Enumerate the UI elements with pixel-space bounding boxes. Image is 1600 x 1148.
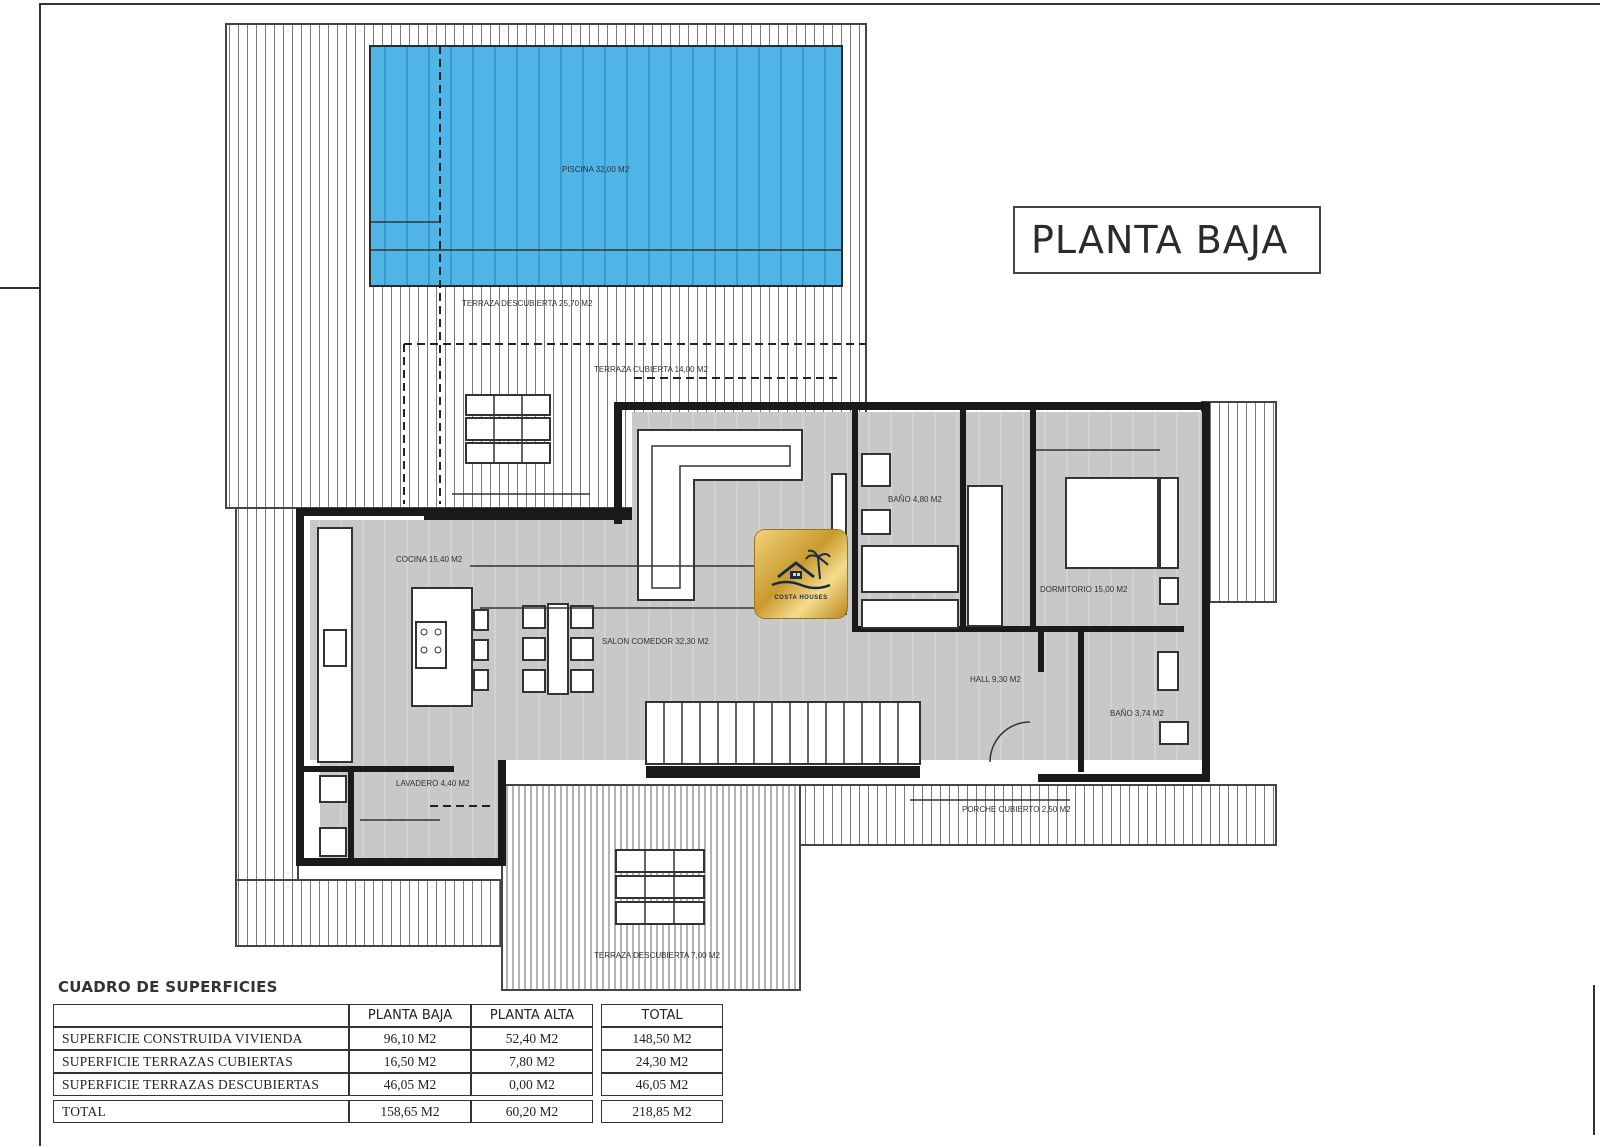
cell-alta: 52,40 M2 bbox=[471, 1027, 593, 1050]
cell-total: 148,50 M2 bbox=[601, 1027, 723, 1050]
area-table: PLANTA BAJA PLANTA ALTA TOTAL SUPERFICIE… bbox=[53, 1004, 723, 1123]
drawing-frame bbox=[39, 3, 1600, 1146]
column-header: PLANTA BAJA bbox=[349, 1004, 471, 1027]
room-label: BAÑO 4,80 M2 bbox=[888, 495, 942, 504]
table-row: SUPERFICIE TERRAZAS CUBIERTAS 16,50 M2 7… bbox=[53, 1050, 723, 1073]
room-label: COCINA 15,40 M2 bbox=[396, 555, 463, 564]
logo: COSTA HOUSES bbox=[755, 530, 847, 618]
room-label: TERRAZA DESCUBIERTA 7,00 M2 bbox=[594, 951, 721, 960]
terrace-right bbox=[1201, 401, 1277, 603]
porch bbox=[799, 784, 1277, 846]
total-row: TOTAL 158,65 M2 60,20 M2 218,85 M2 bbox=[53, 1100, 723, 1123]
terrace-left bbox=[235, 507, 299, 947]
column-header: PLANTA ALTA bbox=[471, 1004, 593, 1027]
cell-total: 24,30 M2 bbox=[601, 1050, 723, 1073]
dining-table-outdoor-upper bbox=[465, 394, 551, 464]
room-label: SALON COMEDOR 32,30 M2 bbox=[602, 637, 709, 646]
logo-text: COSTA HOUSES bbox=[774, 595, 828, 601]
total-baja: 158,65 M2 bbox=[349, 1100, 471, 1123]
room-label: TERRAZA DESCUBIERTA 25,70 M2 bbox=[462, 299, 593, 308]
room-label: TERRAZA CUBIERTA 14,00 M2 bbox=[594, 365, 709, 374]
dining-table-outdoor-lower bbox=[615, 849, 705, 925]
cell-alta: 7,80 M2 bbox=[471, 1050, 593, 1073]
pool bbox=[369, 45, 843, 287]
stairs bbox=[645, 701, 921, 765]
column-header: TOTAL bbox=[601, 1004, 723, 1027]
terrace-lower bbox=[235, 879, 502, 947]
cell-baja: 46,05 M2 bbox=[349, 1073, 471, 1096]
total-label: TOTAL bbox=[53, 1100, 349, 1123]
room-label: PISCINA 32,00 M2 bbox=[562, 165, 630, 174]
kitchen bbox=[317, 527, 489, 763]
page-title: PLANTA BAJA bbox=[1013, 206, 1321, 274]
area-summary-title: CUADRO DE SUPERFICIES bbox=[58, 978, 278, 996]
bedroom-block bbox=[852, 410, 1189, 772]
room-label: BAÑO 3,74 M2 bbox=[1110, 709, 1164, 718]
total-alta: 60,20 M2 bbox=[471, 1100, 593, 1123]
row-label: SUPERFICIE TERRAZAS DESCUBIERTAS bbox=[53, 1073, 349, 1096]
dining-table bbox=[522, 603, 594, 695]
row-label: SUPERFICIE TERRAZAS CUBIERTAS bbox=[53, 1050, 349, 1073]
room-label: PORCHE CUBIERTO 2,50 M2 bbox=[962, 805, 1071, 814]
room-labels: PISCINA 32,00 M2 TERRAZA DESCUBIERTA 25,… bbox=[396, 165, 1164, 960]
table-row: SUPERFICIE TERRAZAS DESCUBIERTAS 46,05 M… bbox=[53, 1073, 723, 1096]
cell-baja: 16,50 M2 bbox=[349, 1050, 471, 1073]
area-summary: CUADRO DE SUPERFICIES PLANTA BAJA PLANTA… bbox=[53, 978, 723, 1123]
row-label: SUPERFICIE CONSTRUIDA VIVIENDA bbox=[53, 1027, 349, 1050]
room-label: DORMITORIO 15,00 M2 bbox=[1040, 585, 1128, 594]
table-header-row: PLANTA BAJA PLANTA ALTA TOTAL bbox=[53, 1004, 723, 1027]
room-label: HALL 9,30 M2 bbox=[970, 675, 1021, 684]
cell-alta: 0,00 M2 bbox=[471, 1073, 593, 1096]
cell-total: 46,05 M2 bbox=[601, 1073, 723, 1096]
room-label: LAVADERO 4,40 M2 bbox=[396, 779, 470, 788]
cell-baja: 96,10 M2 bbox=[349, 1027, 471, 1050]
exterior-walls bbox=[296, 402, 1210, 866]
table-row: SUPERFICIE CONSTRUIDA VIVIENDA 96,10 M2 … bbox=[53, 1027, 723, 1050]
house-palm-icon bbox=[771, 549, 831, 590]
total-total: 218,85 M2 bbox=[601, 1100, 723, 1123]
